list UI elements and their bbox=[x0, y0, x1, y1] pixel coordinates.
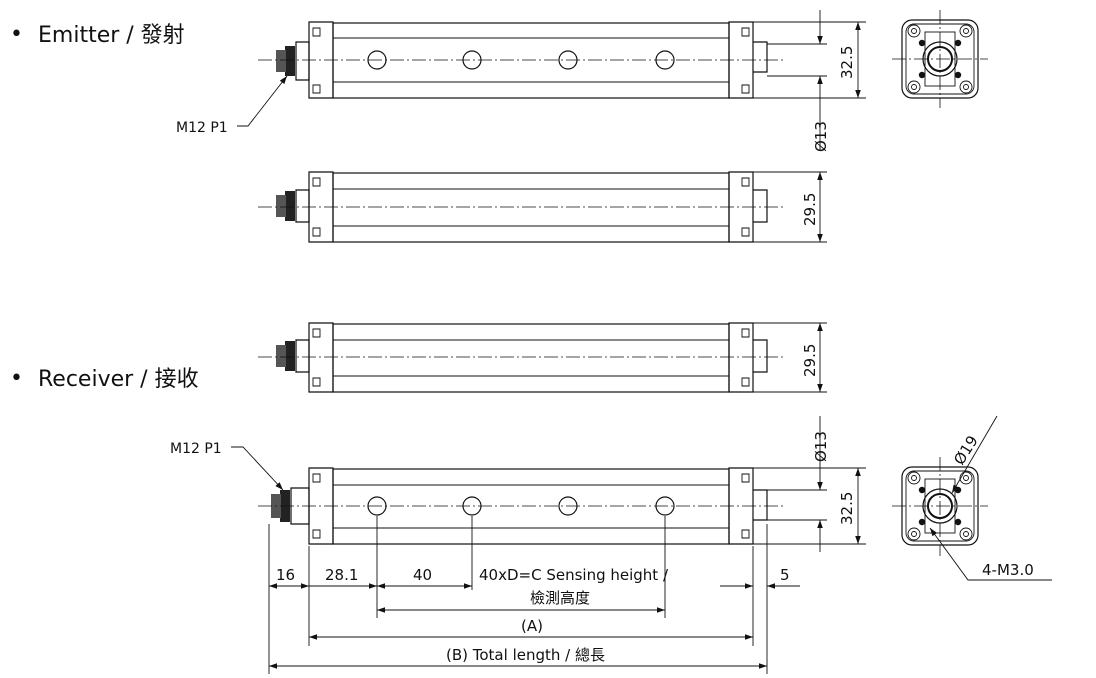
receiver-connector-label: M12 P1 bbox=[170, 441, 222, 457]
emitter-connector-label: M12 P1 bbox=[176, 120, 228, 136]
thread-label: 4-M3.0 bbox=[982, 561, 1034, 579]
dim-b: (B) Total length / 總長 bbox=[446, 646, 605, 664]
receiver-side-height-dim: 29.5 bbox=[801, 344, 819, 377]
receiver-lens-dia: Ø13 bbox=[812, 431, 830, 462]
dim-a: (A) bbox=[521, 617, 543, 635]
receiver-end-view: Ø19 4-M3.0 bbox=[892, 415, 1052, 581]
left-cap-details bbox=[312, 27, 321, 94]
emitter-height-dim: 32.5 bbox=[838, 46, 856, 79]
light-curtain-body bbox=[332, 22, 730, 99]
emitter-side-view: 29.5 bbox=[258, 171, 827, 243]
light-curtain-body bbox=[332, 468, 730, 545]
receiver-height-dim: 32.5 bbox=[838, 492, 856, 525]
receiver-title: Receiver / 接收 bbox=[38, 367, 199, 392]
right-cap-stub bbox=[753, 41, 768, 73]
emitter-title: Emitter / 發射 bbox=[38, 23, 185, 48]
dim-40: 40 bbox=[413, 566, 432, 584]
receiver-front-view: M12 P1 Ø13 32.5 16 28.1 40 5 40xD=C Sens… bbox=[170, 416, 866, 674]
dim-5: 5 bbox=[780, 566, 790, 584]
dim-16: 16 bbox=[276, 566, 295, 584]
m12-connector bbox=[285, 46, 295, 76]
left-cap-neck bbox=[295, 41, 310, 81]
m12-connector-tip bbox=[276, 50, 286, 72]
light-curtain-body bbox=[332, 323, 730, 393]
dim-28-1: 28.1 bbox=[325, 566, 358, 584]
emitter-lens-dia: Ø13 bbox=[812, 121, 830, 152]
receiver-bullet: • bbox=[10, 366, 23, 391]
emitter-end-view bbox=[892, 10, 988, 108]
sensing-height-label: 40xD=C Sensing height / bbox=[479, 566, 669, 584]
light-curtain-body bbox=[332, 172, 730, 243]
receiver-side-view: 29.5 bbox=[258, 322, 827, 393]
emitter-bullet: • bbox=[10, 22, 23, 47]
emitter-front-view: M12 P1 Ø13 32.5 bbox=[176, 10, 866, 152]
side-height-dim: 29.5 bbox=[801, 193, 819, 226]
sensing-height-label-zh: 檢測高度 bbox=[530, 589, 590, 607]
